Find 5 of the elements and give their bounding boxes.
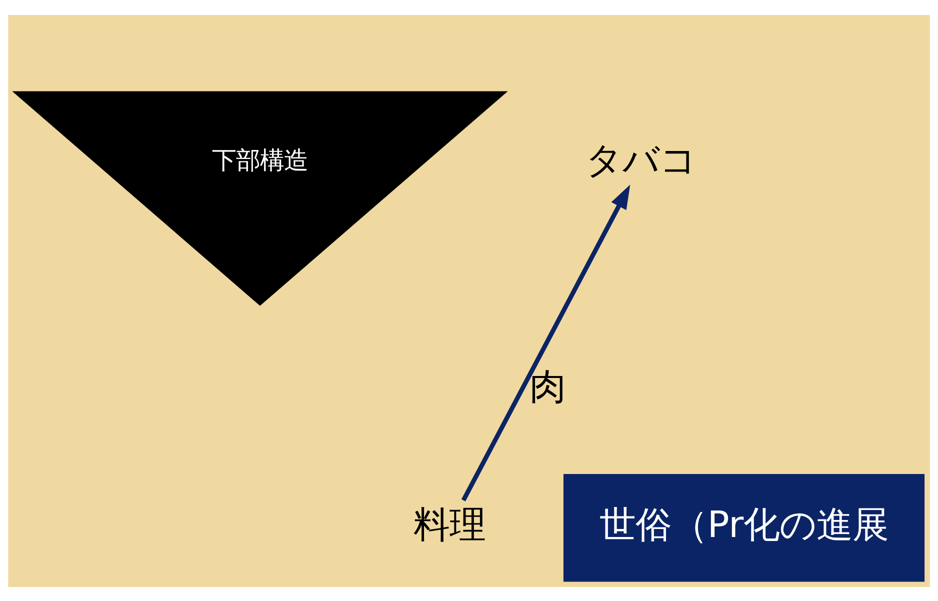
node-box: 世俗（Pr化の進展 <box>563 473 925 582</box>
edge-label: 肉 <box>530 364 566 408</box>
node-text: 料理 <box>414 502 486 546</box>
arrow <box>461 184 630 501</box>
node-text: タバコ <box>585 138 696 181</box>
